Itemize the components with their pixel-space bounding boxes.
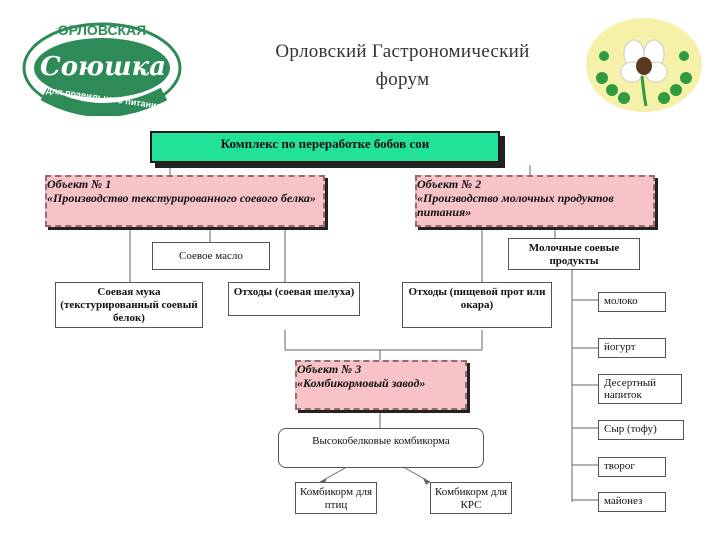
object2-box: Объект № 2 «Производство молочных продук…	[415, 175, 655, 227]
feed-cattle-box: Комбикорм для КРС	[430, 482, 512, 514]
product-item: молоко	[598, 292, 666, 312]
product-item: Сыр (тофу)	[598, 420, 684, 440]
brand-logo-graphic	[22, 22, 182, 117]
feed-box: Высокобелковые комбикорма	[278, 428, 484, 468]
object2-name: «Производство молочных продуктов питания…	[417, 191, 614, 219]
flower-logo-graphic	[586, 18, 702, 112]
product-item: майонез	[598, 492, 666, 512]
main-complex-box: Комплекс по переработке бобов сои	[150, 131, 500, 163]
product-item: Десертный напиток	[598, 374, 682, 404]
page-title-line1: Орловский Гастрономический	[275, 41, 530, 62]
waste2-box: Отходы (пищевой прот или окара)	[402, 282, 552, 328]
object1-title: Объект № 1	[47, 177, 112, 191]
object3-title: Объект № 3	[297, 362, 362, 376]
flower-logo	[584, 16, 704, 114]
soy-milk-products-box: Молочные соевые продукты	[508, 238, 640, 270]
object1-name: «Производство текстурированного соевого …	[47, 191, 316, 205]
page-title: Орловский Гастрономический форум	[205, 38, 600, 94]
brand-logo: ОРЛОВСКАЯ Союшка для правильного питания	[14, 16, 194, 117]
object2-title: Объект № 2	[417, 177, 482, 191]
object3-box: Объект № 3 «Комбикормовый завод»	[295, 360, 467, 410]
logo-top-text: ОРЛОВСКАЯ	[57, 22, 147, 38]
waste1-box: Отходы (соевая шелуха)	[228, 282, 360, 316]
object1-box: Объект № 1 «Производство текстурированно…	[45, 175, 325, 227]
page-title-line2: форум	[375, 69, 430, 90]
soy-oil-box: Соевое масло	[152, 242, 270, 270]
object3-name: «Комбикормовый завод»	[297, 376, 426, 390]
product-item: йогурт	[598, 338, 666, 358]
product-item: творог	[598, 457, 666, 477]
logo-brand-text: Союшка	[40, 52, 167, 82]
feed-birds-box: Комбикорм для птиц	[295, 482, 377, 514]
soy-flour-box: Соевая мука (текстурированный соевый бел…	[55, 282, 203, 328]
